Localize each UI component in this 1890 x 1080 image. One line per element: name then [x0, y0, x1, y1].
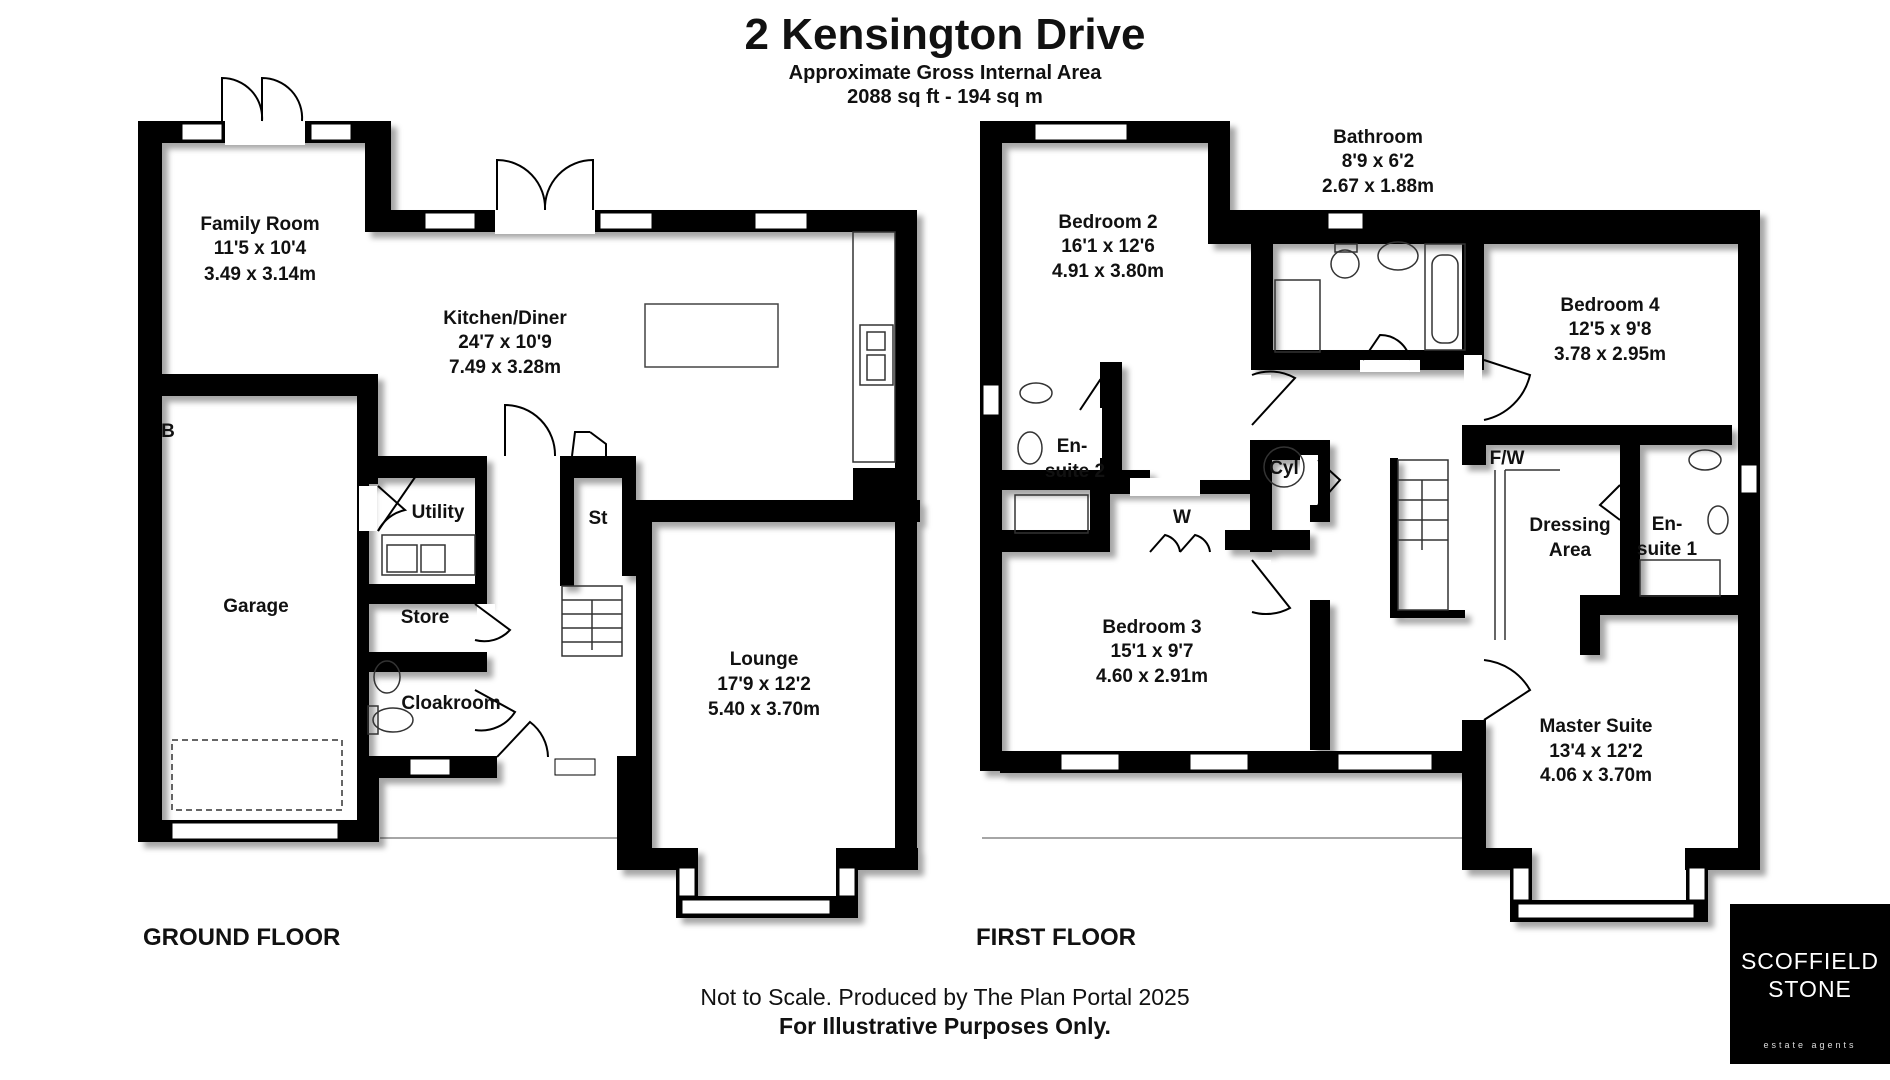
kitchen-name: Kitchen/Diner — [443, 308, 567, 329]
bedroom2-metric: 4.91 x 3.80m — [1052, 261, 1164, 282]
bedroom4-name: Bedroom 4 — [1560, 295, 1660, 316]
gross-area: 2088 sq ft - 194 sq m — [847, 86, 1043, 108]
bedroom2-imperial: 16'1 x 12'6 — [1061, 236, 1155, 257]
first-windows — [982, 123, 1758, 919]
utility-name: Utility — [412, 502, 465, 523]
logo-line1: SCOFFIELD — [1740, 948, 1880, 974]
bedroom3-name: Bedroom 3 — [1102, 617, 1201, 638]
wardrobe-label: W — [1173, 507, 1191, 528]
first-door-gaps — [1078, 355, 1482, 720]
family-room-imperial: 11'5 x 10'4 — [214, 238, 307, 259]
illustrative-note: For Illustrative Purposes Only. — [779, 1013, 1111, 1039]
ground-door-swings — [221, 76, 607, 758]
bathroom-metric: 2.67 x 1.88m — [1322, 176, 1434, 197]
lounge-metric: 5.40 x 3.70m — [708, 699, 820, 720]
first-fixtures — [1014, 241, 1729, 640]
master-imperial: 13'4 x 12'2 — [1549, 741, 1643, 762]
garage-name: Garage — [223, 596, 288, 617]
plan-title: 2 Kensington Drive — [744, 10, 1146, 59]
logo-tagline: estate agents — [1763, 1040, 1857, 1050]
ensuite1-line2: suite 1 — [1637, 539, 1698, 560]
bathroom-imperial: 8'9 x 6'2 — [1342, 151, 1414, 172]
ensuite1-line1: En- — [1652, 514, 1683, 535]
st-name: St — [589, 508, 609, 529]
first-door-swings — [1079, 333, 1621, 721]
bedroom4-imperial: 12'5 x 9'8 — [1569, 319, 1652, 340]
family-room-metric: 3.49 x 3.14m — [204, 264, 316, 285]
dressing-line1: Dressing — [1529, 515, 1610, 536]
fw-label: F/W — [1490, 448, 1525, 469]
boiler-label: B — [161, 421, 175, 442]
family-room-name: Family Room — [200, 214, 319, 235]
scale-note: Not to Scale. Produced by The Plan Porta… — [700, 984, 1190, 1010]
bedroom4-metric: 3.78 x 2.95m — [1554, 344, 1666, 365]
cyl-label: Cyl — [1269, 458, 1299, 479]
ground-floor-label: GROUND FLOOR — [143, 924, 341, 951]
master-name: Master Suite — [1540, 716, 1653, 737]
ground-floor-plan — [138, 76, 1465, 918]
ensuite2-line1: En- — [1057, 436, 1088, 457]
bedroom3-metric: 4.60 x 2.91m — [1096, 666, 1208, 687]
lounge-imperial: 17'9 x 12'2 — [717, 674, 811, 695]
kitchen-metric: 7.49 x 3.28m — [449, 357, 561, 378]
bedroom2-name: Bedroom 2 — [1058, 212, 1157, 233]
first-floor-label: FIRST FLOOR — [976, 924, 1136, 951]
store-name: Store — [401, 607, 450, 628]
bathroom-name: Bathroom — [1333, 127, 1423, 148]
cloakroom-name: Cloakroom — [401, 693, 500, 714]
agency-logo: SCOFFIELD STONE estate agents — [1730, 904, 1890, 1064]
kitchen-imperial: 24'7 x 10'9 — [458, 332, 552, 353]
ensuite2-line2: suite 2 — [1045, 461, 1105, 482]
first-floor-plan — [980, 121, 1760, 922]
logo-line2: STONE — [1768, 976, 1852, 1002]
room-labels: Family Room 11'5 x 10'4 3.49 x 3.14m Kit… — [161, 127, 1697, 786]
ground-windows — [171, 123, 856, 915]
ground-fixtures — [171, 231, 896, 811]
ground-door-gaps — [225, 119, 595, 730]
master-metric: 4.06 x 3.70m — [1540, 765, 1652, 786]
bedroom3-imperial: 15'1 x 9'7 — [1111, 641, 1194, 662]
dressing-line2: Area — [1549, 540, 1592, 561]
lounge-name: Lounge — [730, 649, 799, 670]
plan-subtitle: Approximate Gross Internal Area — [788, 62, 1102, 84]
